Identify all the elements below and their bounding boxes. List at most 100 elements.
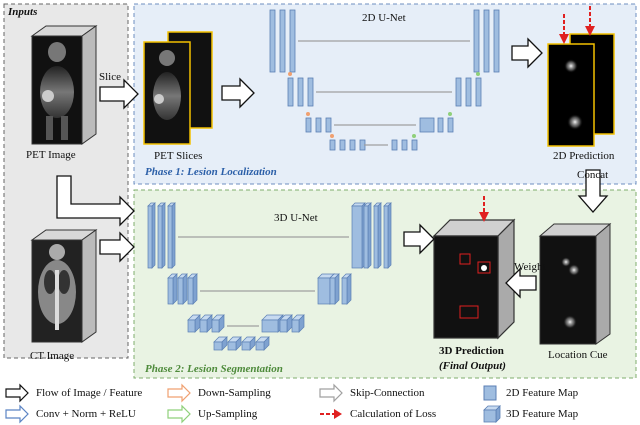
legend-label-2d: 2D Feature Map	[506, 387, 579, 399]
feature-map-2d	[297, 77, 304, 107]
arrow-prediction-to-location	[577, 169, 609, 213]
legend-3d-feature-icon	[483, 405, 501, 423]
legend-up-icon	[167, 404, 191, 424]
arrow-unet-to-prediction	[511, 37, 543, 69]
legend-label-3d: 3D Feature Map	[506, 408, 579, 420]
feature-map-3d	[255, 336, 270, 351]
legend	[5, 383, 501, 424]
feature-map-2d	[269, 9, 276, 73]
legend-label-up: Up-Sampling	[198, 408, 258, 420]
feature-map-3d	[363, 202, 372, 269]
legend-flow-icon	[5, 383, 29, 403]
legend-label-down: Down-Sampling	[198, 387, 271, 399]
legend-label-loss: Calculation of Loss	[350, 408, 437, 420]
legend-conv-icon	[5, 404, 29, 424]
down-sampling	[306, 112, 310, 116]
feature-map-2d	[307, 77, 314, 107]
up-sampling	[412, 134, 416, 138]
2d-unet-label: 2D U-Net	[362, 12, 406, 24]
feature-map-2d	[411, 139, 418, 151]
arrow-location-to-prediction	[505, 267, 537, 299]
feature-map-3d	[187, 273, 198, 305]
3d-unet-label: 3D U-Net	[274, 212, 318, 224]
feature-map-2d	[315, 117, 322, 133]
feature-map-2d	[339, 139, 346, 151]
feature-map-2d	[279, 9, 286, 73]
ct-image-cube	[30, 229, 98, 343]
feature-map-3d	[351, 202, 366, 269]
feature-map-3d	[341, 273, 352, 305]
location-cue-stack	[538, 222, 612, 345]
arrow-pet-to-slices	[99, 78, 139, 110]
feature-map-3d	[291, 314, 305, 333]
pet-slices-label: PET Slices	[154, 150, 203, 162]
up-sampling	[448, 112, 452, 116]
pet-image-label: PET Image	[26, 149, 76, 161]
arrow-slices-to-unet	[221, 77, 255, 109]
final-output-label: (Final Output)	[439, 360, 506, 372]
feature-map-3d	[211, 314, 225, 333]
2d-unet	[269, 9, 500, 151]
feature-map-2d	[289, 9, 296, 73]
legend-label-flow: Flow of Image / Feature	[36, 387, 143, 399]
legend-down-icon	[167, 383, 191, 403]
arrow-ct-to-3d-unet	[99, 231, 135, 263]
loss-arrows	[483, 6, 591, 214]
feature-map-3d	[373, 202, 382, 269]
weight-label: Weight	[514, 261, 546, 273]
phase1-title: Phase 1: Lesion Localization	[145, 166, 277, 178]
legend-skip-icon	[319, 383, 343, 403]
feature-map-3d	[241, 336, 256, 351]
feature-map-2d	[437, 117, 444, 133]
feature-map-2d	[447, 117, 454, 133]
legend-label-conv: Conv + Norm + ReLU	[36, 408, 136, 420]
feature-map-3d	[227, 336, 242, 351]
feature-map-2d	[419, 117, 435, 133]
feature-map-2d	[483, 9, 490, 73]
pet-image-cube	[30, 25, 98, 145]
feature-map-2d	[473, 9, 480, 73]
arrow-unet-to-3d-prediction	[403, 223, 435, 255]
3d-unet	[147, 202, 392, 351]
feature-map-2d	[349, 139, 356, 151]
feature-map-3d	[329, 273, 340, 305]
slice-label: Slice	[99, 71, 121, 83]
location-cue-label: Location Cue	[548, 349, 608, 361]
feature-map-2d	[465, 77, 472, 107]
arrow-pet-to-3d-unet	[56, 175, 135, 227]
feature-map-2d	[287, 77, 294, 107]
feature-map-3d	[279, 314, 293, 333]
ct-image-label: CT Image	[30, 350, 75, 362]
feature-map-2d	[493, 9, 500, 73]
2d-prediction-stack	[547, 33, 615, 147]
feature-map-3d	[199, 314, 213, 333]
inputs-title: Inputs	[8, 6, 38, 18]
up-sampling	[476, 72, 480, 76]
feature-map-3d	[187, 314, 201, 333]
feature-map-3d	[383, 202, 392, 269]
feature-map-2d	[401, 139, 408, 151]
legend-2d-feature-icon	[483, 385, 497, 401]
feature-map-3d	[167, 273, 178, 305]
concat-label: Concat	[577, 169, 609, 181]
feature-map-2d	[305, 117, 312, 133]
feature-map-2d	[329, 139, 336, 151]
feature-map-2d	[391, 139, 398, 151]
3d-prediction-cube	[432, 218, 516, 340]
down-sampling	[330, 134, 334, 138]
feature-map-3d	[147, 202, 156, 269]
flow-arrows	[56, 37, 609, 299]
feature-map-2d	[455, 77, 462, 107]
down-sampling	[288, 72, 292, 76]
phase2-title: Phase 2: Lesion Segmentation	[145, 363, 283, 375]
legend-label-skip: Skip-Connection	[350, 387, 425, 399]
3d-prediction-label: 3D Prediction	[439, 345, 504, 357]
feature-map-3d	[157, 202, 166, 269]
feature-map-2d	[325, 117, 332, 133]
feature-map-3d	[167, 202, 176, 269]
2d-prediction-label: 2D Prediction	[553, 150, 615, 162]
feature-map-3d	[213, 336, 228, 351]
feature-map-2d	[475, 77, 482, 107]
feature-map-3d	[177, 273, 188, 305]
